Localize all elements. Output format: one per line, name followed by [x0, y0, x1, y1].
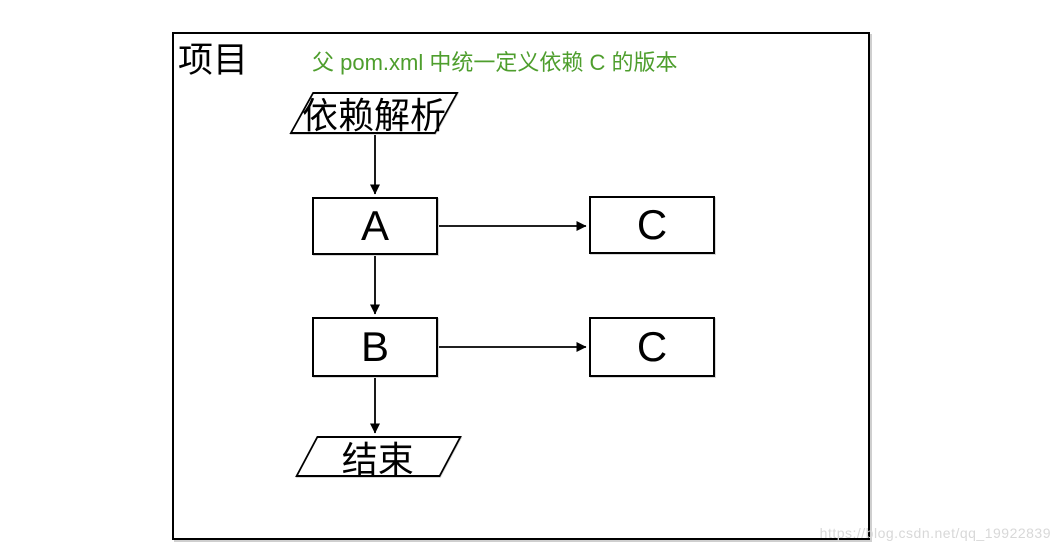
node-c-top-label: C	[636, 201, 668, 248]
node-b-label: B	[360, 323, 389, 370]
node-a-box: A	[312, 197, 438, 255]
node-start-parallelogram: 依赖解析	[289, 92, 459, 136]
node-end-label: 结束	[342, 438, 415, 480]
node-c-bottom-label: C	[636, 323, 668, 370]
node-b-box: B	[312, 317, 438, 377]
node-c-top-box: C	[589, 196, 715, 254]
project-container-rect	[172, 32, 870, 540]
node-start-label: 依赖解析	[302, 95, 447, 136]
annotation-text: 父 pom.xml 中统一定义依赖 C 的版本	[312, 50, 678, 75]
node-a-label: A	[360, 202, 389, 249]
node-c-bottom-box: C	[589, 317, 715, 377]
node-end-parallelogram: 结束	[295, 436, 462, 480]
project-container-title: 项目	[178, 41, 249, 80]
watermark-url: https://blog.csdn.net/qq_19922839	[819, 525, 1051, 541]
